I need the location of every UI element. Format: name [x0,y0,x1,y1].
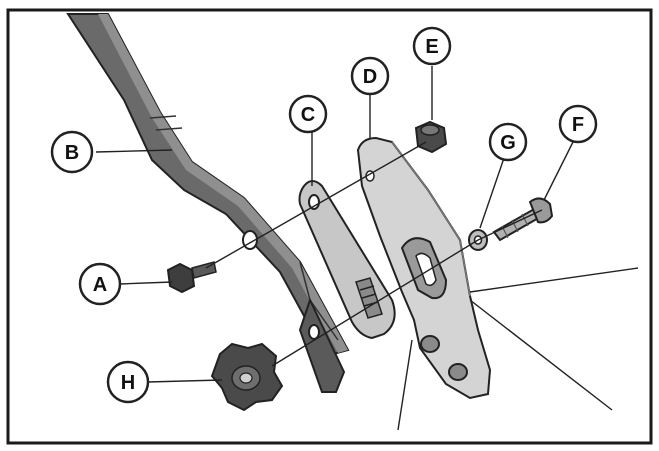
callout-e: E [412,26,452,66]
bracket-part-d [356,136,492,400]
callout-g-label: G [500,132,516,154]
callout-f-label: F [572,114,584,136]
callout-h-label: H [121,372,135,394]
callout-c: C [288,94,328,134]
callout-d-label: D [363,66,377,88]
knob-part-h [210,342,284,412]
callout-c-label: C [301,104,315,126]
callout-a: A [78,262,122,306]
callout-b-label: B [65,142,79,164]
nut-part-e [414,120,448,154]
assembly-axis-lines [205,141,543,367]
spacer-plate-part-c [298,180,396,340]
callout-e-label: E [425,36,438,58]
callout-a-label: A [93,274,107,296]
leader-lines [95,66,639,431]
callout-f: F [558,104,598,144]
callout-d: D [350,56,390,96]
callout-b: B [50,130,94,174]
callout-g: G [488,122,528,162]
callout-h: H [106,360,150,404]
